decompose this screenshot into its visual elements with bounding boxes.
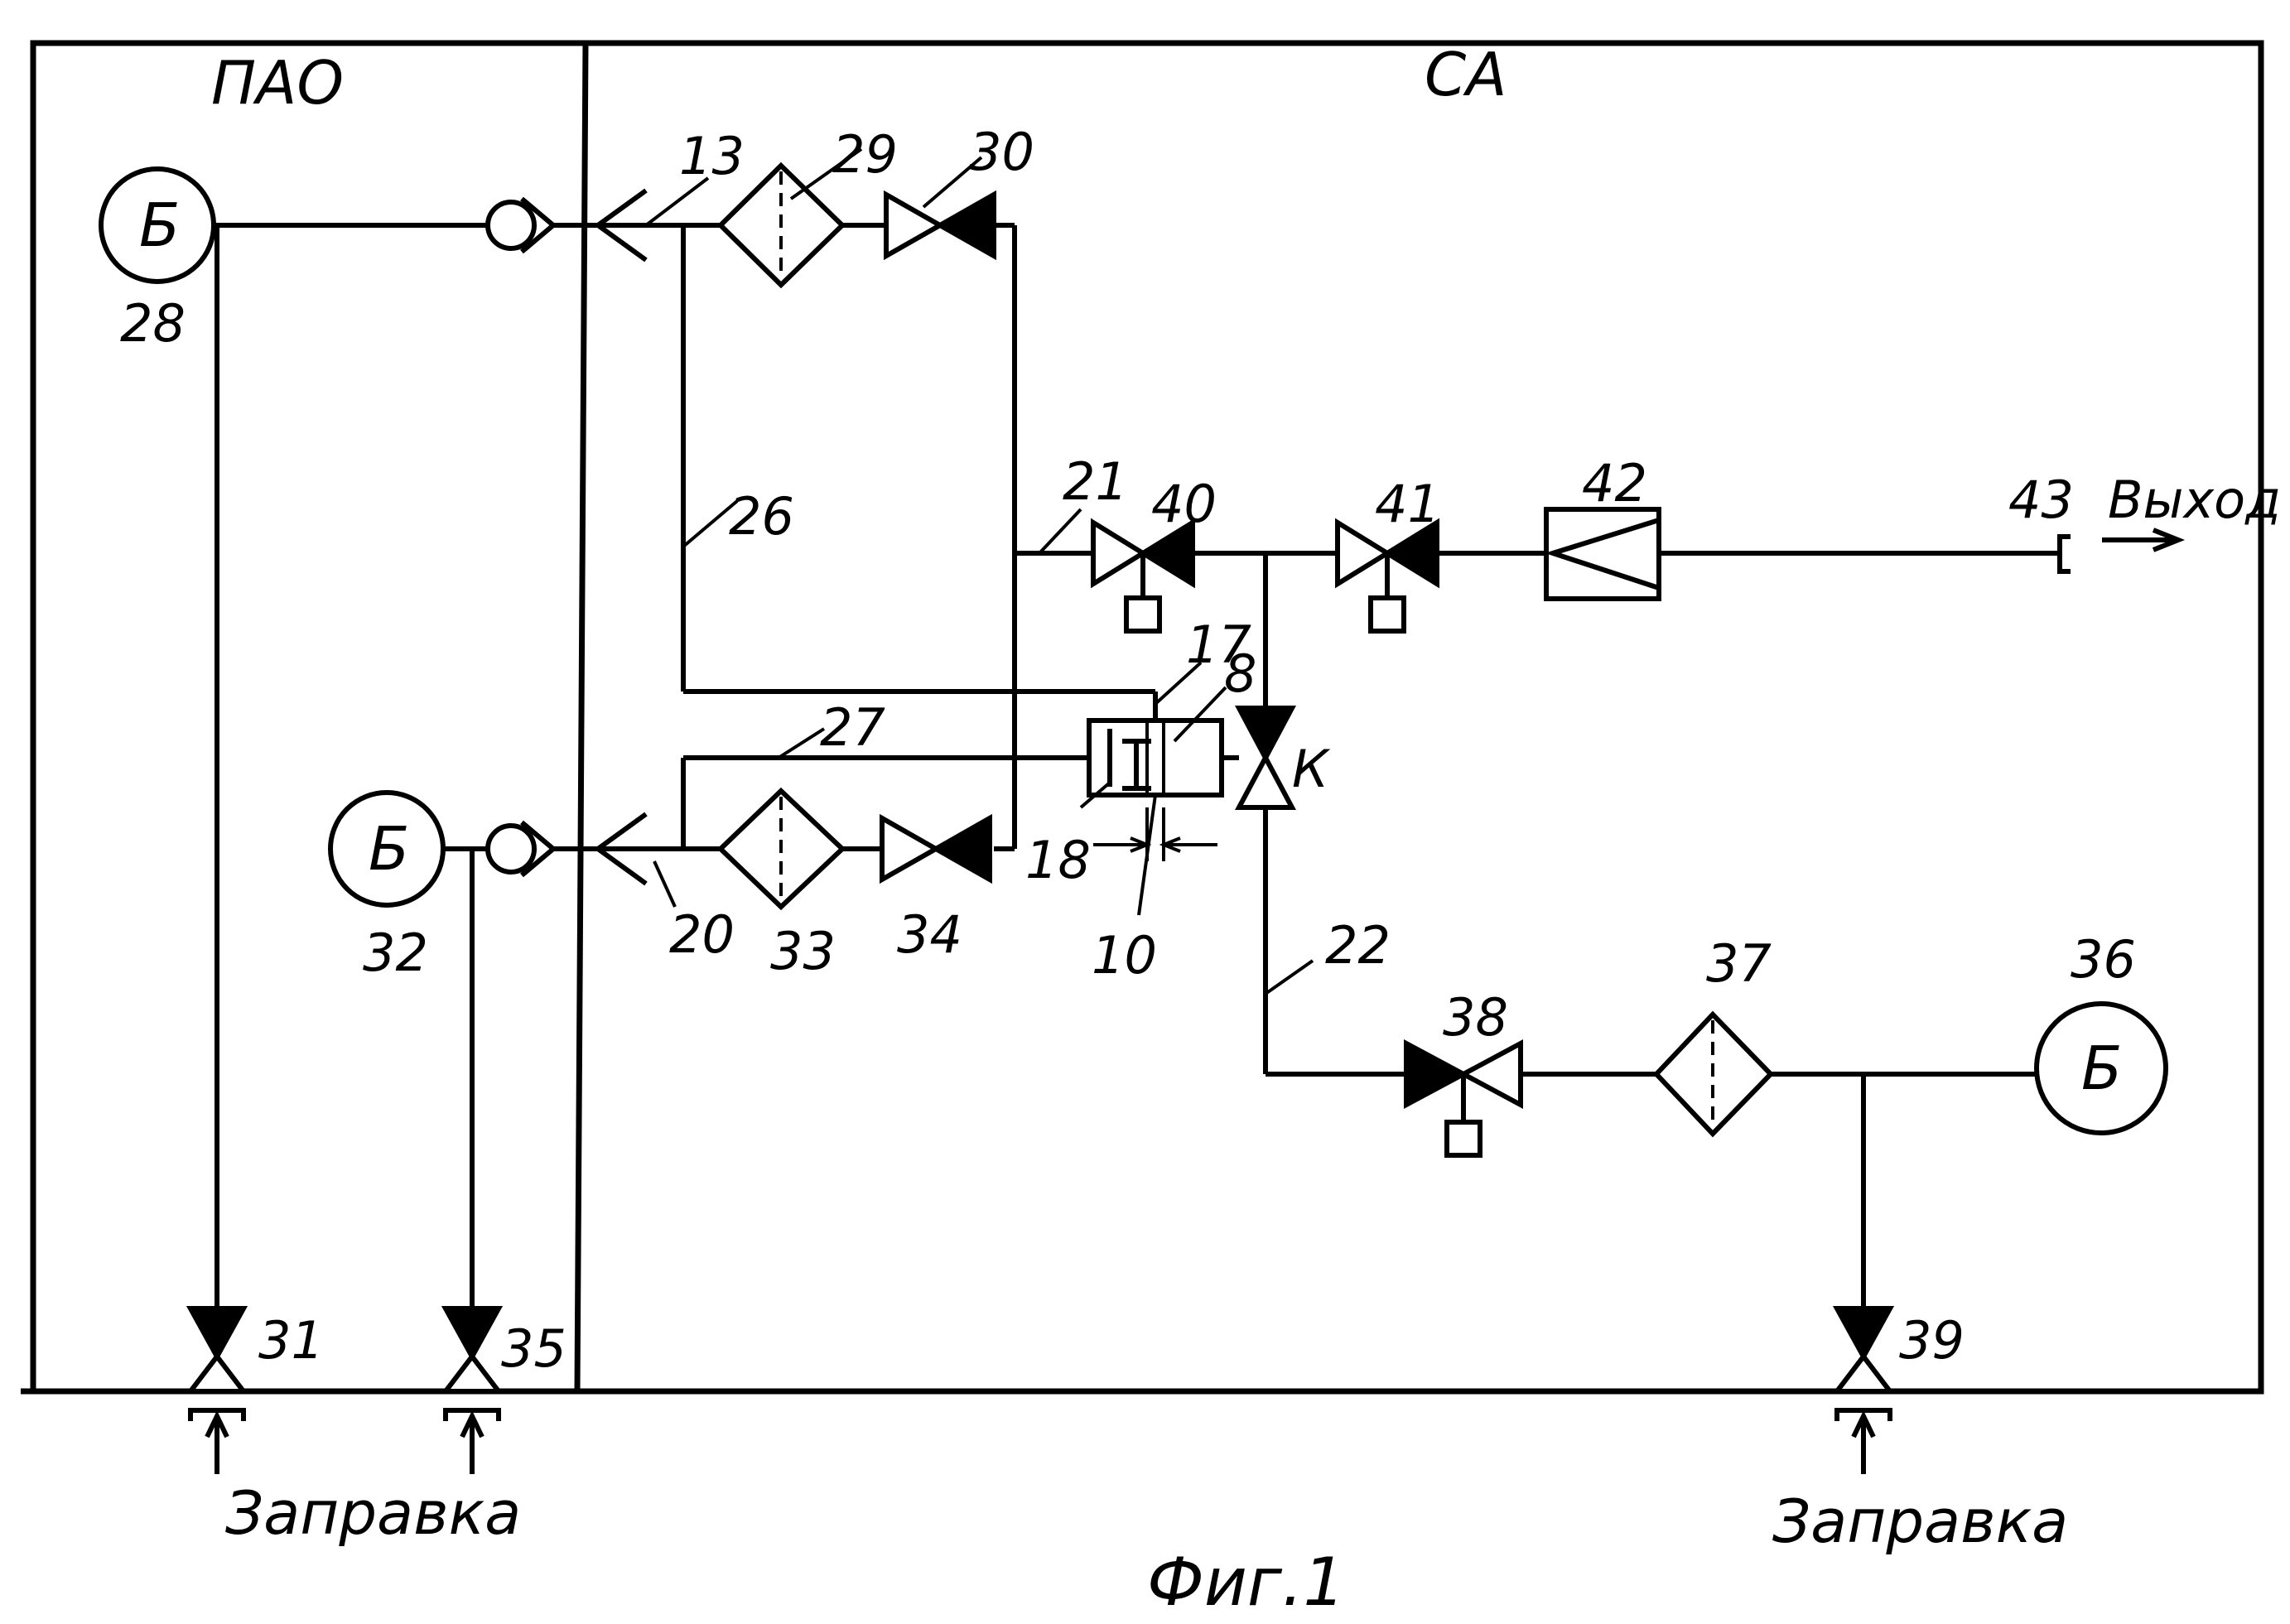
throttle-42 <box>1546 509 1659 599</box>
svg-text:Б: Б <box>369 814 409 884</box>
svg-text:28: 28 <box>120 293 186 354</box>
refuel-valve-39 <box>1837 1308 1890 1391</box>
section-label-sa: СА <box>1425 40 1507 109</box>
svg-text:30: 30 <box>969 122 1034 182</box>
svg-text:26: 26 <box>729 486 794 547</box>
svg-text:21: 21 <box>1063 451 1128 512</box>
svg-text:Б: Б <box>2081 1034 2122 1103</box>
tank-28: Б <box>101 169 214 282</box>
refuel-label-left: Заправка <box>225 1478 521 1548</box>
outlet-43 <box>2060 537 2071 571</box>
section-label-pao: ПАО <box>211 48 344 118</box>
svg-text:27: 27 <box>820 697 885 758</box>
valve-k <box>1239 708 1292 807</box>
svg-text:37: 37 <box>1706 933 1772 994</box>
refuel-label-right: Заправка <box>1772 1487 2068 1556</box>
refuel-valve-31 <box>190 1308 243 1391</box>
svg-text:34: 34 <box>897 904 962 965</box>
valve-41 <box>1338 523 1437 631</box>
svg-text:22: 22 <box>1325 915 1391 976</box>
refuel-port-left-2 <box>446 1410 499 1474</box>
svg-text:8: 8 <box>1224 643 1256 704</box>
refuel-port-left-1 <box>190 1410 243 1474</box>
svg-text:36: 36 <box>2071 929 2136 990</box>
filter-37 <box>1656 1014 1771 1134</box>
svg-text:35: 35 <box>501 1318 566 1379</box>
figure-caption: Фиг.1 <box>1147 1544 1345 1621</box>
svg-text:41: 41 <box>1375 474 1440 534</box>
frame-divider <box>577 43 586 1391</box>
svg-text:39: 39 <box>1899 1310 1965 1371</box>
refuel-port-right <box>1837 1410 1890 1474</box>
refuel-valve-35 <box>446 1308 499 1391</box>
valve-38 <box>1406 1043 1521 1155</box>
filter-33 <box>721 791 842 907</box>
svg-text:18: 18 <box>1025 830 1091 890</box>
output-label: Выход <box>2108 470 2281 530</box>
diaphragm-device <box>1089 720 1239 861</box>
svg-text:43: 43 <box>2008 470 2074 530</box>
svg-text:42: 42 <box>1582 453 1647 513</box>
svg-text:31: 31 <box>258 1310 324 1371</box>
check-valve-lower <box>488 822 553 875</box>
check-valve-upper <box>488 199 553 252</box>
svg-text:10: 10 <box>1092 925 1157 985</box>
svg-text:38: 38 <box>1443 987 1508 1048</box>
valve-40 <box>1093 523 1193 631</box>
svg-text:40: 40 <box>1151 474 1217 534</box>
svg-text:20: 20 <box>669 904 735 965</box>
valve-34 <box>882 818 990 879</box>
output-arrow <box>2102 530 2178 550</box>
svg-text:33: 33 <box>770 921 836 981</box>
valve-30 <box>886 195 994 256</box>
svg-text:32: 32 <box>363 923 428 983</box>
svg-text:К: К <box>1292 739 1331 799</box>
svg-text:13: 13 <box>679 126 745 186</box>
outer-frame <box>33 43 2261 1391</box>
svg-text:29: 29 <box>832 124 898 185</box>
tank-32: Б <box>330 793 443 905</box>
tank-36: Б <box>2037 1004 2166 1133</box>
svg-text:Б: Б <box>139 190 180 260</box>
